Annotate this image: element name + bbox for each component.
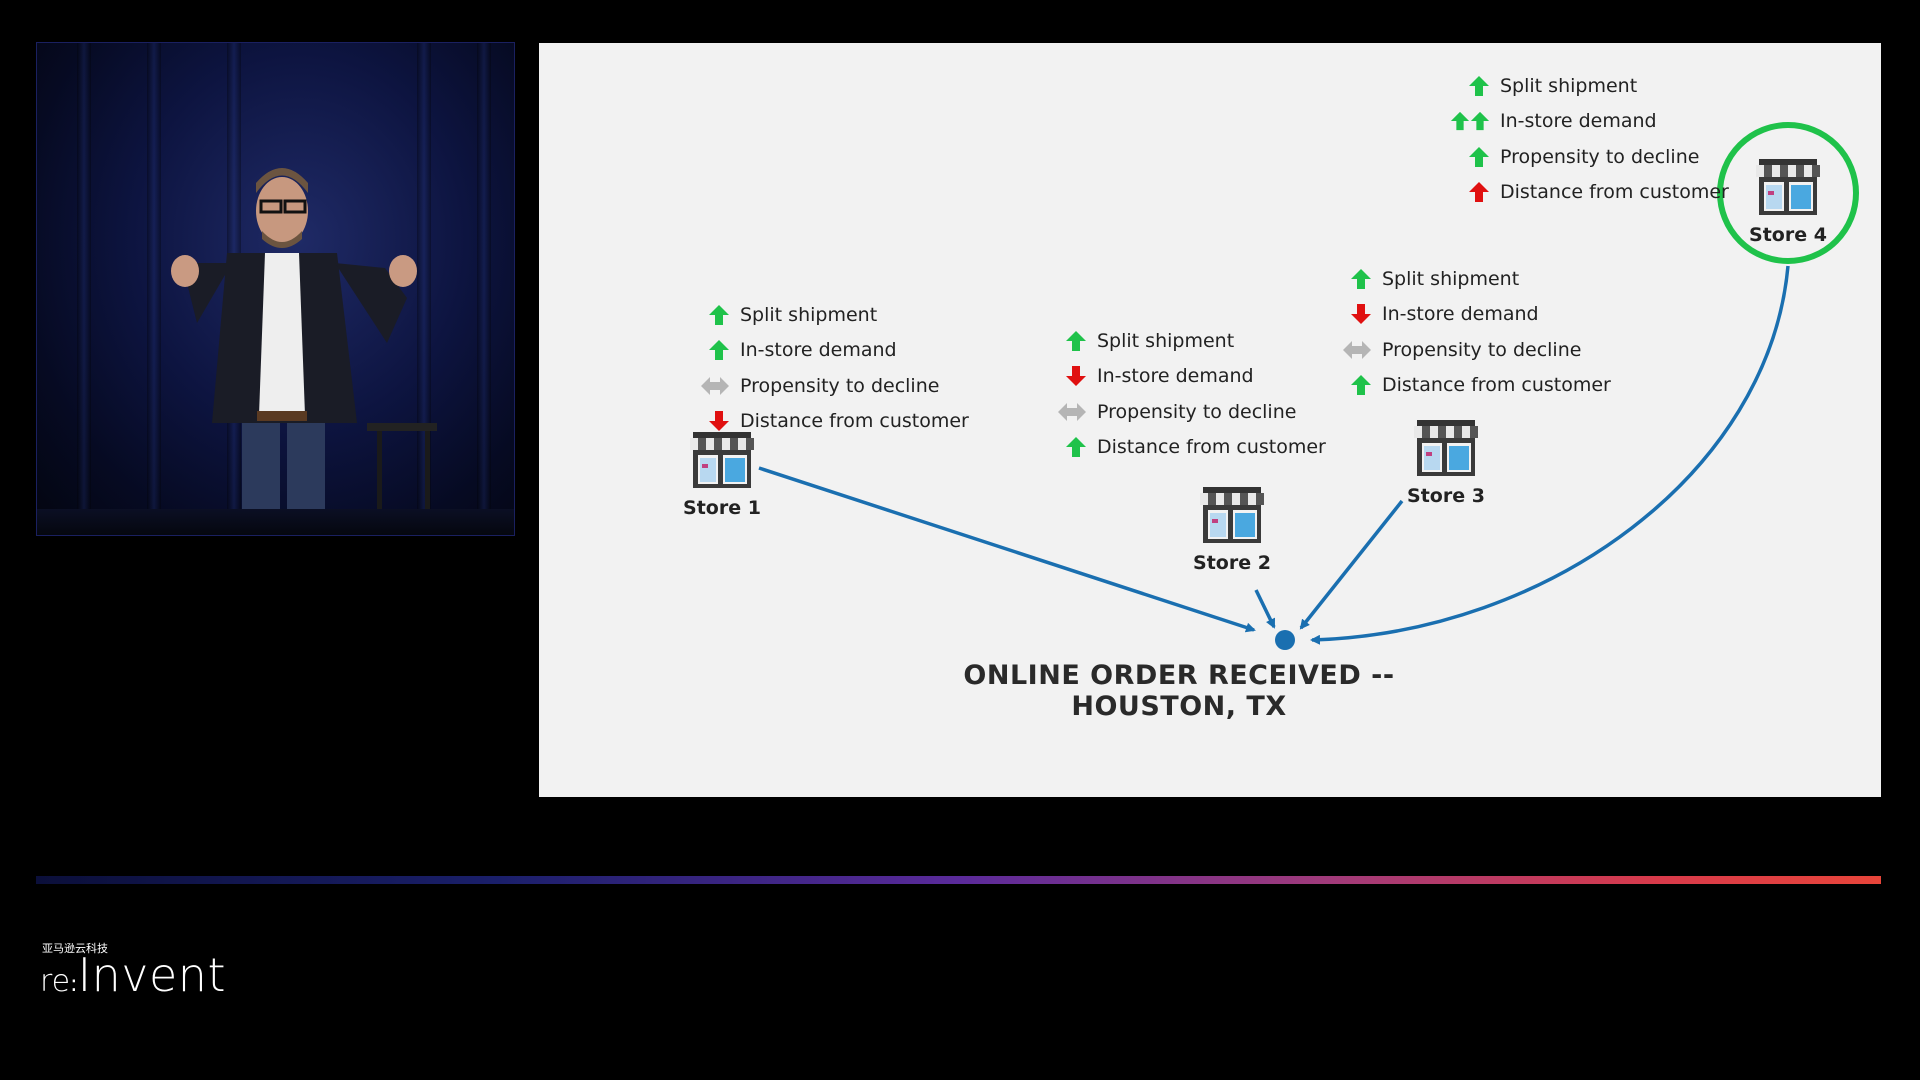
factor-row: Distance from customer — [1332, 368, 1611, 404]
reinvent-logo: re:Invent — [40, 948, 226, 1002]
factor-label: In-store demand — [740, 339, 897, 362]
factor-row: Propensity to decline — [1047, 394, 1326, 430]
order-received-label: ONLINE ORDER RECEIVED -- HOUSTON, TX — [963, 660, 1395, 722]
store-label: Store 3 — [1407, 485, 1485, 507]
factor-row: Split shipment — [1450, 68, 1729, 104]
down-arrow-icon — [690, 410, 730, 432]
factor-row: Propensity to decline — [1332, 332, 1611, 368]
double-up-arrow-icon — [1450, 110, 1490, 132]
up-arrow-icon — [690, 339, 730, 361]
factor-row: Propensity to decline — [690, 368, 969, 404]
factor-label: Split shipment — [1382, 267, 1520, 290]
factor-row: Distance from customer — [690, 404, 969, 440]
factor-label: In-store demand — [1382, 303, 1539, 326]
up-arrow-icon — [1047, 330, 1087, 352]
store-2: Store 2 — [1177, 483, 1287, 574]
factor-label: Split shipment — [1097, 329, 1235, 352]
factor-label: Split shipment — [1500, 74, 1638, 97]
factor-row: In-store demand — [1450, 104, 1729, 140]
store-label: Store 1 — [683, 497, 761, 519]
neutral-arrow-icon — [1047, 402, 1087, 422]
arrow-store-4 — [1310, 265, 1790, 645]
storefront-icon — [667, 428, 777, 495]
down-arrow-icon — [1332, 303, 1372, 325]
factor-label: In-store demand — [1500, 110, 1657, 133]
store-3: Store 3 — [1391, 416, 1501, 507]
store-4: Store 4 — [1733, 155, 1843, 246]
factor-row: Propensity to decline — [1450, 139, 1729, 175]
factor-label: Propensity to decline — [740, 374, 940, 397]
store-label: Store 4 — [1749, 224, 1827, 246]
order-dot — [1275, 630, 1295, 650]
arrow-store-3 — [1299, 499, 1404, 630]
factor-row: In-store demand — [1332, 297, 1611, 333]
arrow-store-1 — [758, 466, 1256, 633]
brand-chinese-text: 亚马逊云科技 — [42, 943, 108, 955]
factor-label: Split shipment — [740, 303, 878, 326]
factor-row: Split shipment — [690, 297, 969, 333]
up-arrow-icon — [1332, 374, 1372, 396]
factor-label: Distance from customer — [1500, 181, 1729, 204]
factor-label: Propensity to decline — [1097, 400, 1297, 423]
speaker-figure — [171, 168, 437, 535]
brand-gradient-bar — [36, 876, 1881, 884]
up-arrow-icon — [1450, 146, 1490, 168]
presentation-slide: Split shipment In-store demand Propensit… — [539, 43, 1881, 797]
factor-row: In-store demand — [1047, 359, 1326, 395]
store-1-factors: Split shipment In-store demand Propensit… — [690, 297, 969, 439]
factor-row: Distance from customer — [1047, 430, 1326, 466]
store-3-factors: Split shipment In-store demand Propensit… — [1332, 261, 1611, 403]
neutral-arrow-icon — [1332, 340, 1372, 360]
factor-label: Propensity to decline — [1382, 338, 1582, 361]
down-arrow-icon — [1047, 365, 1087, 387]
selected-store-highlight — [1717, 122, 1859, 264]
store-label: Store 2 — [1193, 552, 1271, 574]
storefront-icon — [1391, 416, 1501, 483]
up-arrow-icon — [1450, 75, 1490, 97]
red-up-arrow-icon — [1450, 181, 1490, 203]
factor-row: Distance from customer — [1450, 175, 1729, 211]
factor-row: In-store demand — [690, 333, 969, 369]
factor-row: Split shipment — [1332, 261, 1611, 297]
storefront-icon — [1733, 155, 1843, 222]
factor-label: Distance from customer — [740, 410, 969, 433]
neutral-arrow-icon — [690, 376, 730, 396]
store-1: Store 1 — [667, 428, 777, 519]
store-2-factors: Split shipment In-store demand Propensit… — [1047, 323, 1326, 465]
factor-label: In-store demand — [1097, 365, 1254, 388]
up-arrow-icon — [1332, 268, 1372, 290]
route-arrows — [758, 122, 1859, 650]
speaker-video — [36, 42, 515, 536]
up-arrow-icon — [1047, 436, 1087, 458]
store-4-factors: Split shipment In-store demand Propensit… — [1450, 68, 1729, 210]
factor-row: Split shipment — [1047, 323, 1326, 359]
arrow-store-2 — [1254, 589, 1276, 629]
storefront-icon — [1177, 483, 1287, 550]
factor-label: Distance from customer — [1382, 374, 1611, 397]
factor-label: Distance from customer — [1097, 436, 1326, 459]
factor-label: Propensity to decline — [1500, 145, 1700, 168]
up-arrow-icon — [690, 304, 730, 326]
